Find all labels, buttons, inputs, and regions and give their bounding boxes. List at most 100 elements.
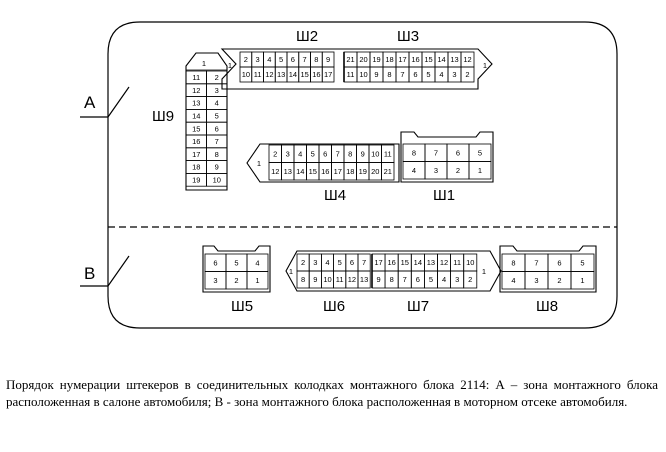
pin-label: 4 <box>255 258 259 267</box>
pin-label: 6 <box>215 124 219 133</box>
pin-label: 17 <box>192 150 200 159</box>
pin-label: 4 <box>325 258 329 267</box>
pin-label: 13 <box>450 55 458 64</box>
pin-label: 8 <box>314 55 318 64</box>
pin-label: 6 <box>416 275 420 284</box>
pin-label: 9 <box>374 70 378 79</box>
pin-label: 6 <box>413 70 417 79</box>
pin-label: 8 <box>390 275 394 284</box>
connector-label-sh4: Ш4 <box>324 187 346 204</box>
pin-cell <box>460 66 475 83</box>
pin-label: 15 <box>401 258 409 267</box>
pin-label: 6 <box>456 148 460 157</box>
pin-label: 3 <box>213 276 217 285</box>
pin-label: 5 <box>478 148 482 157</box>
pin-label: 13 <box>427 258 435 267</box>
pin-label: 10 <box>323 275 331 284</box>
pin-label: 6 <box>350 258 354 267</box>
pin-label-end: 1 <box>289 267 293 276</box>
pin-label: 13 <box>360 275 368 284</box>
pin-label: 14 <box>289 70 297 79</box>
pin-label: 7 <box>400 70 404 79</box>
pin-label: 20 <box>371 167 379 176</box>
connector-label-sh7: Ш7 <box>407 298 429 315</box>
pin-label: 3 <box>286 149 290 158</box>
pin-label: 8 <box>412 148 416 157</box>
connector-sh1-body <box>400 131 494 183</box>
pin-label: 3 <box>256 55 260 64</box>
pin-label: 8 <box>511 258 515 267</box>
pin-label: 2 <box>215 73 219 82</box>
pin-label: 10 <box>213 176 221 185</box>
pin-label: 1 <box>255 276 259 285</box>
pin-label: 4 <box>511 276 515 285</box>
pin-label: 2 <box>468 275 472 284</box>
pin-label: 14 <box>437 55 445 64</box>
pin-label: 1 <box>580 276 584 285</box>
pin-label: 15 <box>309 167 317 176</box>
pin-label: 5 <box>279 55 283 64</box>
pin-label: 6 <box>291 55 295 64</box>
pin-label: 12 <box>440 258 448 267</box>
pin-label: 4 <box>439 70 443 79</box>
pin-label: 14 <box>414 258 422 267</box>
pin-label: 9 <box>313 275 317 284</box>
connector-sh6-sh7-body <box>285 250 502 292</box>
block-outline <box>107 21 618 329</box>
connector-label-sh8: Ш8 <box>536 298 558 315</box>
pin-label: 8 <box>215 150 219 159</box>
pin-label: 4 <box>267 55 271 64</box>
pin-label: 11 <box>254 70 262 79</box>
pin-label: 9 <box>215 163 219 172</box>
pin-label: 8 <box>348 149 352 158</box>
pin-label: 5 <box>426 70 430 79</box>
pin-label: 3 <box>434 166 438 175</box>
pin-label: 21 <box>384 167 392 176</box>
pin-label: 3 <box>215 86 219 95</box>
pin-cell <box>246 271 269 290</box>
pin-label: 4 <box>215 99 219 108</box>
pin-label-end: 1 <box>202 59 206 68</box>
pin-label: 4 <box>442 275 446 284</box>
pin-label: 3 <box>455 275 459 284</box>
connector-label-sh5: Ш5 <box>231 298 253 315</box>
zone-b-label: B <box>84 264 95 283</box>
caption: Порядок нумерации штекеров в соединитель… <box>6 377 658 409</box>
pin-label: 11 <box>453 258 461 267</box>
pin-cell <box>463 270 478 289</box>
pin-label: 5 <box>580 258 584 267</box>
pin-label: 16 <box>312 70 320 79</box>
pin-label: 19 <box>372 55 380 64</box>
pin-label: 17 <box>398 55 406 64</box>
pin-label: 7 <box>403 275 407 284</box>
pin-label-end: 1 <box>482 267 486 276</box>
connector-sh9-body <box>185 52 228 191</box>
pin-label: 13 <box>284 167 292 176</box>
pin-label: 11 <box>384 149 392 158</box>
pin-label: 2 <box>234 276 238 285</box>
pin-label: 10 <box>242 70 250 79</box>
pin-label: 3 <box>313 258 317 267</box>
pin-cell <box>468 161 492 180</box>
pin-label: 7 <box>534 258 538 267</box>
pin-label: 2 <box>456 166 460 175</box>
pin-label: 15 <box>300 70 308 79</box>
pin-label: 11 <box>192 73 200 82</box>
pin-label: 1 <box>478 166 482 175</box>
pin-label-end: 1 <box>257 159 261 168</box>
connector-sh5-body <box>202 245 271 293</box>
pin-label: 7 <box>215 137 219 146</box>
connector-sh8-body <box>499 245 597 293</box>
pin-label: 17 <box>374 258 382 267</box>
connector-label-sh6: Ш6 <box>323 298 345 315</box>
pin-label: 9 <box>361 149 365 158</box>
pin-label: 7 <box>362 258 366 267</box>
connector-sh2-sh3-body <box>220 48 493 90</box>
connector-label-sh9: Ш9 <box>152 108 174 125</box>
pin-label: 14 <box>296 167 304 176</box>
